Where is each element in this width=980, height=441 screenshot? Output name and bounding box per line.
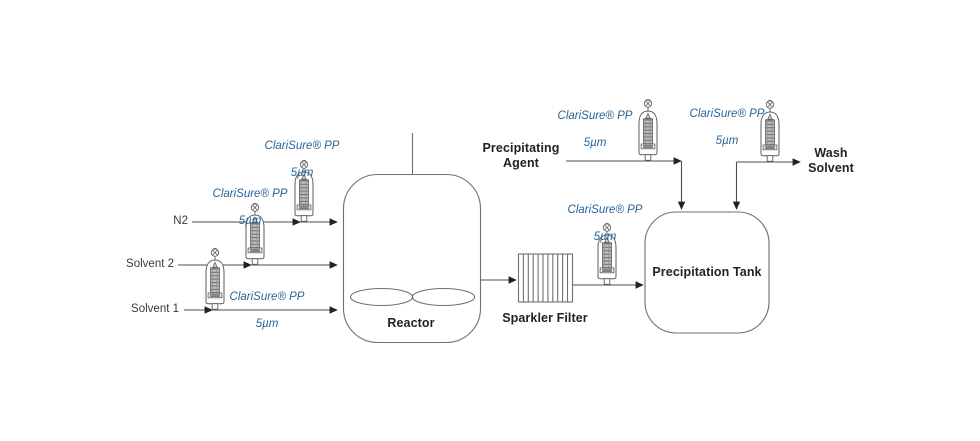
clarisure-filter-icon-precipitating-agent bbox=[638, 99, 658, 161]
stream-label-precipitating-agent: Precipitating Agent bbox=[482, 141, 560, 170]
equipment-label-sparkler-filter: Sparkler Filter bbox=[502, 311, 588, 325]
filter-product-name: ClariSure® PP bbox=[229, 290, 305, 303]
impeller-blade-left bbox=[349, 287, 414, 307]
equipment-label-precipitation-tank: Precipitation Tank bbox=[652, 265, 762, 279]
filter-label-sparkler-outlet: ClariSure® PP 5µm bbox=[565, 190, 645, 258]
stream-label-n2: N2 bbox=[173, 215, 188, 227]
stream-label-solvent2: Solvent 2 bbox=[126, 258, 174, 270]
clarisure-filter-icon-solvent1-line bbox=[205, 248, 225, 310]
sparkler-filter-plates bbox=[522, 254, 569, 302]
filter-product-name: ClariSure® PP bbox=[567, 203, 643, 216]
sparkler-filter-unit bbox=[517, 253, 574, 303]
filter-product-name: ClariSure® PP bbox=[689, 107, 765, 120]
filter-product-name: ClariSure® PP bbox=[212, 187, 288, 200]
sparkler-filter-body bbox=[517, 253, 574, 303]
filter-label-solvent2-line: ClariSure® PP 5µm bbox=[210, 174, 290, 242]
filter-rating: 5µm bbox=[238, 214, 262, 227]
filter-label-n2-line: ClariSure® PP 5µm bbox=[262, 126, 342, 194]
stream-label-solvent1: Solvent 1 bbox=[131, 303, 179, 315]
filter-label-solvent1-line: ClariSure® PP 5µm bbox=[227, 277, 307, 345]
filter-rating: 5µm bbox=[290, 166, 314, 179]
reactor-vessel bbox=[342, 133, 482, 344]
filter-rating: 5µm bbox=[715, 134, 739, 147]
precipitation-tank-body bbox=[644, 211, 770, 334]
filter-label-wash-solvent: ClariSure® PP 5µm bbox=[687, 94, 767, 162]
filter-rating: 5µm bbox=[593, 230, 617, 243]
filter-rating: 5µm bbox=[255, 317, 279, 330]
precipitation-tank-vessel bbox=[644, 211, 770, 334]
impeller-blade-right bbox=[411, 287, 476, 307]
filter-label-precipitating-agent: ClariSure® PP 5µm bbox=[555, 96, 635, 164]
stream-label-wash-solvent: Wash Solvent bbox=[808, 146, 854, 175]
pipe-network bbox=[178, 157, 801, 314]
filter-product-name: ClariSure® PP bbox=[264, 139, 340, 152]
filter-rating: 5µm bbox=[583, 136, 607, 149]
filter-product-name: ClariSure® PP bbox=[557, 109, 633, 122]
equipment-label-reactor: Reactor bbox=[387, 316, 435, 330]
